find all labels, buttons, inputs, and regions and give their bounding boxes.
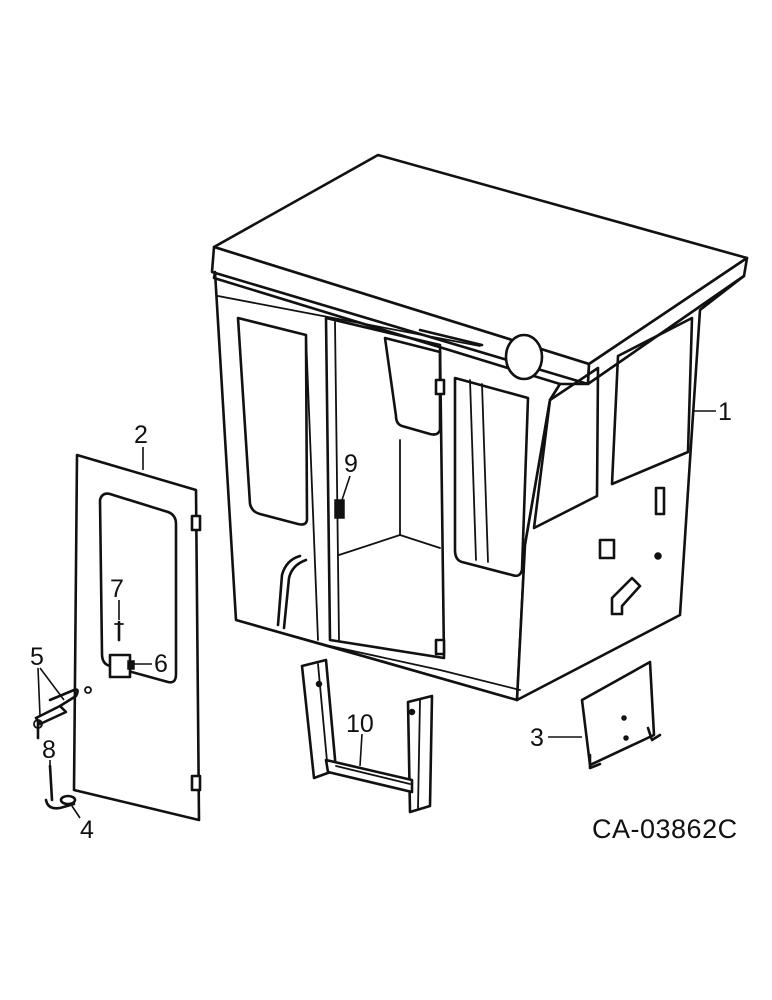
callout-1: 1 — [718, 398, 732, 426]
cab-side-panel — [598, 538, 616, 560]
door-window — [98, 492, 178, 684]
cab-side-window-rear — [610, 316, 694, 486]
cab-right-front-window — [453, 376, 530, 578]
cab-side-bolt — [654, 552, 662, 560]
cab-grab-handle-2 — [282, 558, 308, 630]
cab-door-opening — [324, 316, 446, 660]
cab-hinge-upper — [434, 378, 446, 396]
outer-handle — [48, 688, 79, 708]
door-hinge-upper — [190, 514, 202, 532]
door-panel — [72, 453, 201, 822]
cab-assembly — [210, 153, 749, 702]
door-edge — [195, 489, 200, 821]
plate-foot-right — [646, 726, 662, 742]
callout-leaders — [37, 410, 716, 819]
cab-grab-handle — [276, 554, 302, 627]
check-bolt — [48, 764, 54, 802]
callout-8: 8 — [42, 736, 56, 764]
cab-trim — [217, 295, 481, 347]
step-bolt-upper — [315, 680, 323, 688]
callout-5: 5 — [30, 643, 44, 671]
step-tread — [324, 758, 414, 794]
callout-2: 2 — [134, 421, 148, 449]
step-bolt-lower — [408, 708, 416, 716]
callout-4: 4 — [80, 816, 94, 844]
leader-10 — [359, 733, 363, 767]
plate-assembly — [580, 660, 662, 770]
plate-hole-2 — [623, 735, 629, 741]
cab-side-handle — [610, 576, 642, 616]
door-hinge-lower — [190, 774, 202, 792]
cab-door-pillar — [334, 321, 340, 641]
cab-side-window-front — [532, 366, 600, 530]
cab-side-slot — [654, 486, 666, 516]
door-assembly — [72, 453, 202, 822]
handle-assembly — [33, 688, 79, 740]
step-right-rail — [406, 694, 434, 814]
step-right-inner — [417, 699, 421, 809]
leader-9 — [341, 475, 351, 501]
cab-rain-gutter — [418, 328, 484, 347]
cab-floor-edge — [235, 614, 681, 701]
check-strap — [44, 798, 76, 810]
cab-latch — [334, 499, 345, 519]
step-tread-line — [335, 765, 411, 785]
callout-6: 6 — [154, 650, 168, 678]
plate-edge — [589, 734, 655, 766]
cover-plate — [580, 660, 656, 767]
leader-5b — [39, 667, 65, 701]
cab-pillar-right-1 — [469, 379, 477, 561]
cab-hinge-lower — [434, 638, 446, 656]
callout-10: 10 — [346, 710, 374, 738]
door-lock-plate — [108, 653, 132, 679]
leader-5a — [37, 667, 41, 717]
callout-9: 9 — [344, 450, 358, 478]
step-assembly — [300, 658, 434, 814]
handle-washer — [33, 719, 43, 729]
plate-foot-left — [588, 753, 602, 770]
cab-rear-window — [383, 336, 442, 436]
cab-pillar-right-2 — [481, 383, 489, 563]
cab-floor-edge-2 — [329, 645, 521, 691]
leader-4 — [71, 805, 81, 819]
door-keyhole — [84, 686, 92, 694]
cab-left-window — [236, 316, 309, 526]
cab-light — [504, 333, 544, 381]
figure-code: CA-03862C — [592, 814, 738, 844]
check-bumper — [59, 794, 77, 806]
callout-labels: 1 2 3 4 5 6 7 8 9 10 — [30, 398, 732, 844]
callout-3: 3 — [530, 724, 544, 752]
callout-7: 7 — [110, 575, 124, 603]
door-check — [44, 764, 77, 810]
plate-hole-1 — [621, 715, 627, 721]
cab-pillar-left — [305, 334, 319, 641]
door-lock-tab — [127, 660, 135, 670]
